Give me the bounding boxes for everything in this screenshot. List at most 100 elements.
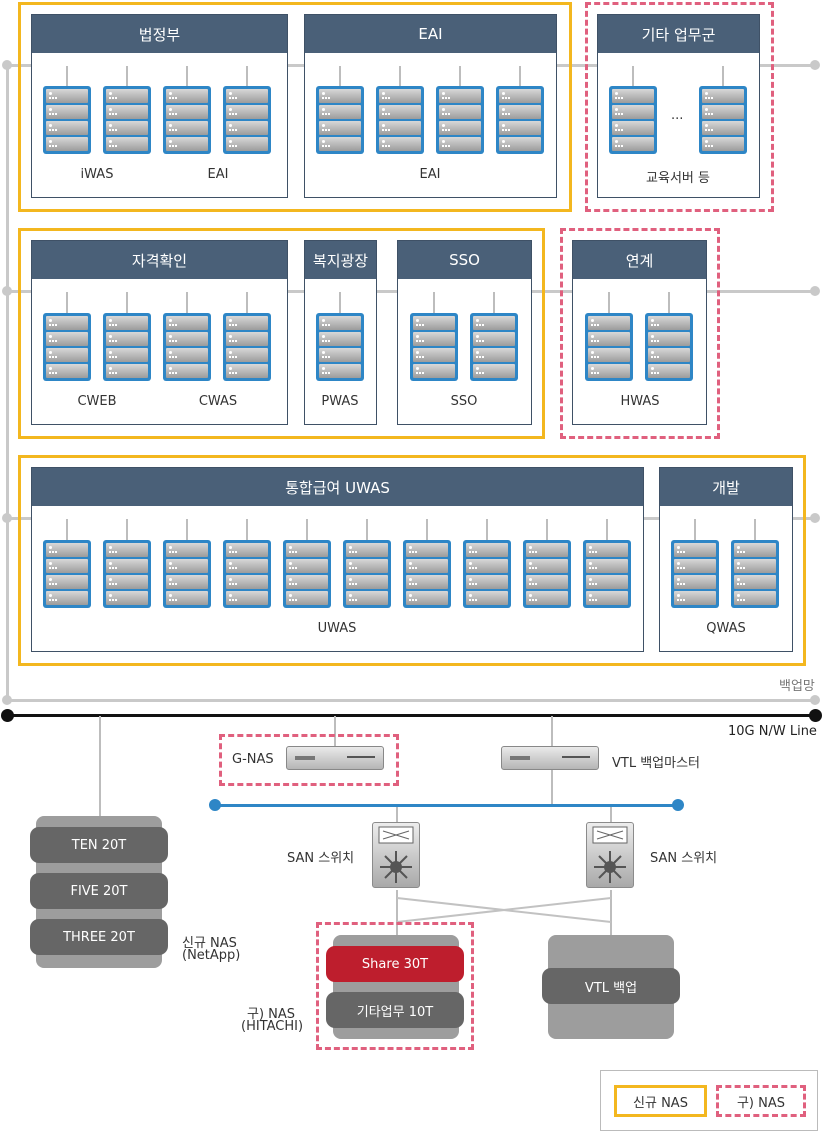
connector-line xyxy=(396,806,398,824)
connector-line xyxy=(493,292,495,313)
backup-network-line xyxy=(8,699,816,702)
server-unit xyxy=(674,591,716,605)
group-row3-new xyxy=(18,455,806,666)
server-unit xyxy=(734,559,776,573)
server-unit xyxy=(612,105,654,119)
panel-title: 복지광장 xyxy=(305,241,376,279)
storage-volume: TEN 20T xyxy=(30,827,168,863)
legend-new-label: 신규 NAS xyxy=(633,1095,688,1111)
server-unit xyxy=(473,316,515,330)
server-unit xyxy=(586,591,628,605)
server-unit xyxy=(166,121,208,135)
server-unit xyxy=(106,105,148,119)
server-unit xyxy=(346,575,388,589)
server-unit xyxy=(319,105,361,119)
server-unit xyxy=(473,332,515,346)
server-icon xyxy=(103,313,151,381)
server-unit xyxy=(379,137,421,151)
connector-line xyxy=(186,519,188,540)
connector-line xyxy=(668,292,670,313)
connector-line xyxy=(546,519,548,540)
panel-title: 통합급여 UWAS xyxy=(32,468,643,506)
server-unit xyxy=(466,591,508,605)
server-unit xyxy=(319,316,361,330)
server-icon xyxy=(163,313,211,381)
connector-line xyxy=(186,66,188,86)
san-switch-icon xyxy=(586,822,634,888)
server-unit xyxy=(166,575,208,589)
connector-line xyxy=(186,292,188,313)
server-unit xyxy=(106,559,148,573)
server-unit xyxy=(379,89,421,103)
server-unit xyxy=(226,364,268,378)
server-icon xyxy=(223,86,271,154)
connector-line xyxy=(339,66,341,86)
server-unit xyxy=(674,559,716,573)
server-unit xyxy=(166,89,208,103)
group-row2-new xyxy=(18,228,545,439)
panel-title: 법정부 xyxy=(32,15,287,53)
connector-line xyxy=(459,66,461,86)
old-nas-box xyxy=(316,922,474,1050)
connector-line xyxy=(608,292,610,313)
server-unit xyxy=(106,348,148,362)
server-unit xyxy=(166,364,208,378)
server-unit xyxy=(734,575,776,589)
server-icon xyxy=(343,540,391,608)
server-icon xyxy=(43,86,91,154)
server-unit xyxy=(106,575,148,589)
node-dot xyxy=(810,695,820,705)
gnas-old-box xyxy=(219,734,399,786)
server-unit xyxy=(106,89,148,103)
server-icon xyxy=(410,313,458,381)
connector-line xyxy=(433,292,435,313)
server-unit xyxy=(286,575,328,589)
server-icon xyxy=(223,540,271,608)
server-unit xyxy=(46,332,88,346)
panel-title: 연계 xyxy=(573,241,706,279)
connector-line xyxy=(246,66,248,86)
ten-g-line xyxy=(6,714,816,717)
server-unit xyxy=(648,332,690,346)
connector-line xyxy=(99,716,101,816)
connector-line xyxy=(694,519,696,540)
backbone-vertical xyxy=(6,64,9,700)
connector-line xyxy=(632,66,634,86)
vtl-master-device-icon xyxy=(501,746,599,770)
server-unit xyxy=(413,332,455,346)
panel-title: EAI xyxy=(305,15,556,53)
node-dot xyxy=(2,60,12,70)
server-unit xyxy=(226,89,268,103)
server-unit xyxy=(466,575,508,589)
server-unit xyxy=(379,121,421,135)
server-unit xyxy=(226,348,268,362)
server-unit xyxy=(319,137,361,151)
server-icon xyxy=(403,540,451,608)
storage-volume: THREE 20T xyxy=(30,919,168,955)
connector-line xyxy=(551,758,553,804)
node-dot xyxy=(809,709,822,722)
server-unit xyxy=(612,89,654,103)
server-unit xyxy=(166,348,208,362)
server-unit xyxy=(226,559,268,573)
server-unit xyxy=(106,137,148,151)
node-dot xyxy=(1,709,14,722)
server-unit xyxy=(734,591,776,605)
server-unit xyxy=(46,575,88,589)
connector-line xyxy=(334,716,336,746)
server-unit xyxy=(106,121,148,135)
server-unit xyxy=(166,543,208,557)
server-icon xyxy=(103,86,151,154)
server-unit xyxy=(226,105,268,119)
server-icon xyxy=(163,86,211,154)
new-nas-caption-vendor: (NetApp) xyxy=(182,948,241,963)
server-icon xyxy=(585,313,633,381)
connector-line xyxy=(519,66,521,86)
connector-line xyxy=(486,519,488,540)
server-unit xyxy=(166,137,208,151)
server-label: SSO xyxy=(450,394,478,409)
server-icon xyxy=(376,86,424,154)
connector-line xyxy=(306,519,308,540)
node-dot xyxy=(810,513,820,523)
server-icon xyxy=(316,86,364,154)
